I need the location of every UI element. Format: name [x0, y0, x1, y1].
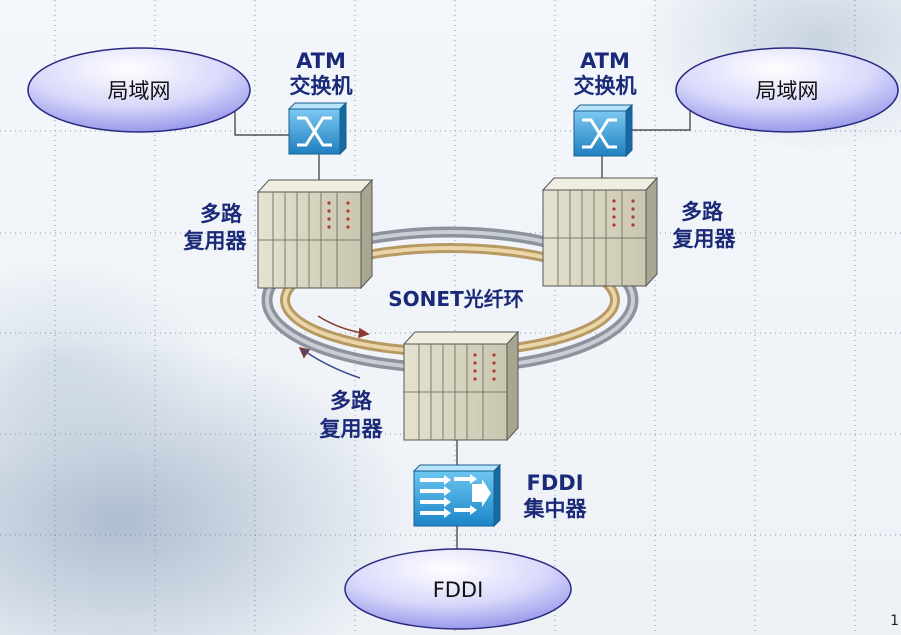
- atm-left-label-line2: 交换机: [290, 74, 353, 98]
- page-number: 1: [890, 613, 899, 629]
- mux-bottom-label-line1: 多路: [330, 389, 373, 413]
- atm-switch-right[interactable]: [572, 103, 634, 158]
- mux-bottom-label-line2: 复用器: [319, 417, 384, 441]
- connector-lines: [234, 110, 691, 553]
- mux-left-label-line1: 多路: [200, 202, 243, 226]
- atm-right-label-line2: 交换机: [574, 74, 637, 98]
- ring-direction-arrows: [298, 315, 370, 379]
- mux-right-label-line2: 复用器: [672, 227, 737, 251]
- sonet-ring-label: SONET光纤环: [388, 287, 523, 311]
- concentrator-arrows-icon: [420, 474, 491, 518]
- lan-left[interactable]: 局域网: [27, 47, 251, 133]
- fddi-concentrator[interactable]: [412, 463, 502, 528]
- lan-right-label: 局域网: [756, 79, 819, 103]
- atm-left-label-line1: ATM: [296, 49, 346, 73]
- lan-left-label: 局域网: [108, 79, 171, 103]
- atm-switch-left[interactable]: [287, 101, 348, 156]
- mux-left-label-line2: 复用器: [183, 229, 248, 253]
- lan-right[interactable]: 局域网: [675, 47, 899, 133]
- fddi-concentrator-label-line2: 集中器: [523, 497, 588, 521]
- mux-right-label-line1: 多路: [681, 200, 724, 224]
- fddi-network[interactable]: FDDI: [344, 548, 572, 630]
- atm-right-label-line1: ATM: [580, 49, 630, 73]
- mux-left[interactable]: [256, 178, 374, 290]
- switch-icon: [582, 118, 617, 149]
- mux-right[interactable]: [541, 176, 659, 288]
- fddi-network-label: FDDI: [433, 578, 484, 602]
- fddi-concentrator-label-line1: FDDI: [526, 471, 583, 495]
- mux-bottom[interactable]: [402, 330, 520, 442]
- switch-icon: [297, 116, 332, 147]
